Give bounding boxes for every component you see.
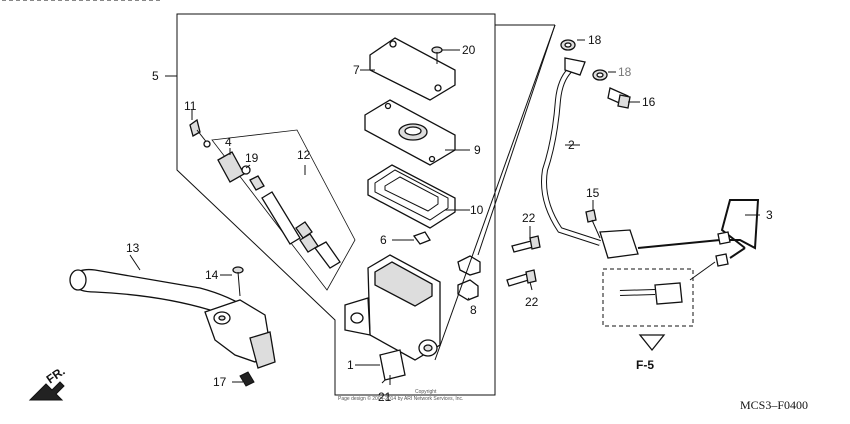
front-direction-label: FR.: [44, 364, 68, 387]
callout-12: 12: [297, 148, 311, 162]
callout-3: 3: [766, 208, 773, 222]
detail-inset: [602, 261, 716, 327]
banjo-hardware-part: [560, 39, 631, 109]
callout-18-lower: 18: [618, 65, 632, 79]
callout-22-upper: 22: [522, 211, 536, 225]
piston-set-part: [0, 0, 356, 291]
holder-part: [457, 255, 481, 301]
callout-14: 14: [205, 268, 219, 282]
callout-1: 1: [347, 358, 354, 372]
leader-lines: [129, 24, 760, 384]
pivot-bolt-part: [189, 118, 211, 148]
front-direction-arrow: [28, 381, 65, 401]
callout-7: 7: [353, 63, 360, 77]
assembly-outline-5: [176, 13, 496, 396]
copyright-line-1: Copyright: [415, 389, 437, 395]
callout-13: 13: [126, 241, 140, 255]
reservoir-cap-part: [369, 37, 456, 101]
callout-8: 8: [470, 303, 477, 317]
brake-pipe-part: [637, 199, 760, 267]
brake-lever-part: [69, 268, 276, 369]
reference-label: F-5: [636, 358, 654, 372]
callout-2: 2: [568, 138, 575, 152]
callout-15: 15: [586, 186, 600, 200]
callout-22-lower: 22: [525, 295, 539, 309]
holder-bolts-part: [506, 235, 541, 287]
lever-bolt-part: [232, 266, 255, 387]
callout-21: 21: [378, 390, 392, 404]
callout-17: 17: [213, 375, 227, 389]
figure-code: MCS3–F0400: [740, 398, 808, 412]
callout-9: 9: [474, 143, 481, 157]
callout-16: 16: [642, 95, 656, 109]
reservoir-plate-part: [364, 99, 456, 166]
diaphragm-part: [367, 164, 456, 229]
clip-part: [412, 231, 431, 245]
callout-19: 19: [245, 151, 259, 165]
callout-10: 10: [470, 203, 484, 217]
callout-6: 6: [380, 233, 387, 247]
callout-18-upper: 18: [588, 33, 602, 47]
hose-bolt-part: [585, 209, 601, 239]
reference-arrow: [638, 334, 666, 352]
copyright-line-2: Page design © 2004-2014 by ARI Network S…: [338, 395, 463, 402]
master-cylinder-body-part: [344, 254, 441, 385]
callout-20: 20: [462, 43, 476, 57]
callout-5: 5: [152, 69, 159, 83]
callout-11: 11: [184, 99, 197, 113]
brake-hose-part: [541, 57, 639, 259]
callout-4: 4: [225, 135, 232, 149]
